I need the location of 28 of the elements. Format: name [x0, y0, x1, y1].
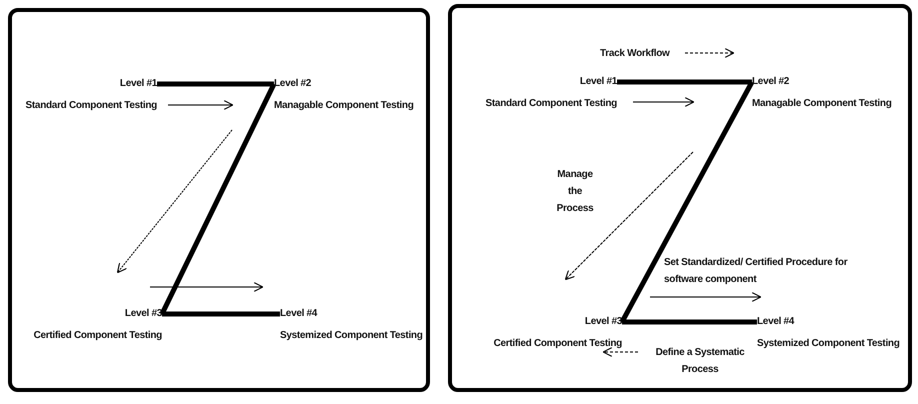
level-heading: Level #3: [584, 315, 622, 329]
panel-frame: [8, 8, 430, 392]
connector-line: [622, 320, 757, 324]
level-heading: Level #3: [124, 307, 162, 321]
level-heading: Level #4: [757, 315, 796, 329]
connector-line: [620, 80, 754, 324]
annotation-text: Track Workflow: [600, 47, 671, 61]
annotation-text: Define a Systematic Process: [654, 346, 746, 377]
level-description: Managable Component Testing: [752, 97, 892, 111]
level-description: Systemized Component Testing: [757, 337, 901, 351]
annotation-text: Set Standardized/ Certified Procedure for software component: [664, 256, 848, 287]
level-heading: Level #1: [578, 75, 617, 89]
connector-line: [617, 80, 752, 84]
connector-line: [157, 82, 274, 86]
connector-line: [160, 82, 276, 316]
annotation-text: Manage the Process: [556, 168, 594, 216]
level-heading: Level #2: [752, 75, 790, 89]
level-description: Managable Component Testing: [274, 99, 414, 113]
level-heading: Level #2: [274, 77, 312, 91]
level-description: Standard Component Testing: [484, 97, 617, 111]
connector-line: [162, 312, 280, 316]
level-heading: Level #4: [280, 307, 318, 321]
level-description: Certified Component Testing: [32, 329, 162, 343]
level-description: Certified Component Testing: [492, 337, 622, 351]
level-description: Systemized Component Testing: [280, 329, 424, 343]
level-description: Standard Component Testing: [24, 99, 157, 113]
panel-frame: [448, 4, 912, 392]
level-heading: Level #1: [118, 77, 157, 91]
